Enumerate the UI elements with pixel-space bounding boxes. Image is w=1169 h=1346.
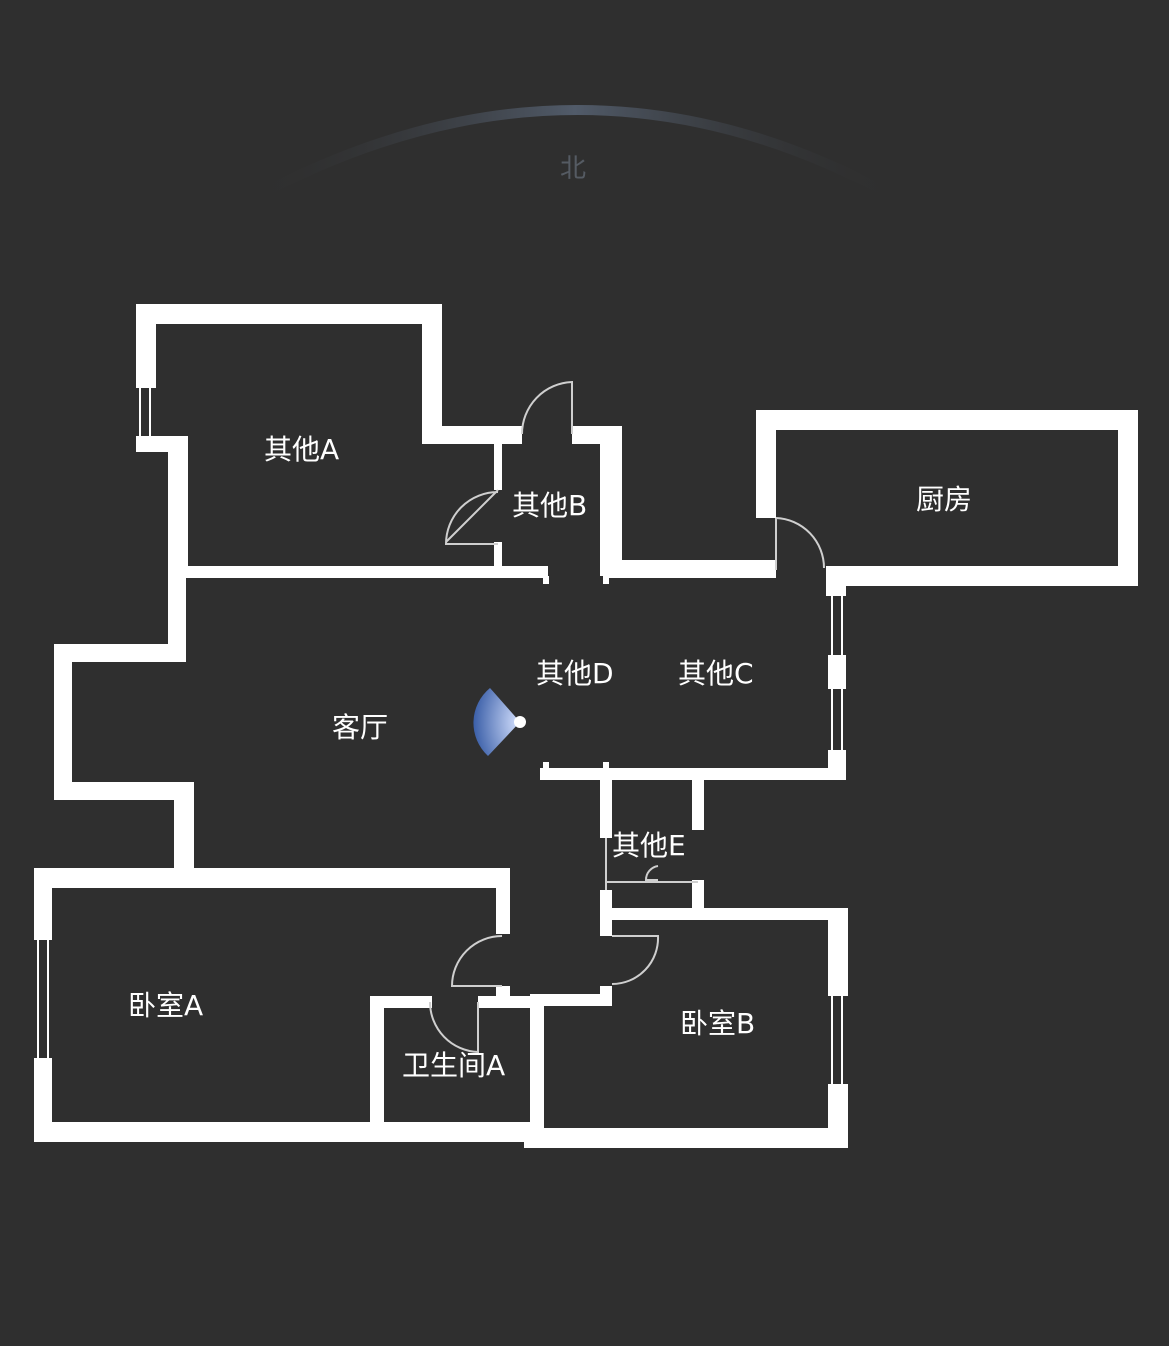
room-label-living-room[interactable]: 客厅 — [332, 711, 389, 744]
compass-arc — [245, 105, 905, 205]
room-label-bedroom-a[interactable]: 卧室A — [128, 989, 204, 1022]
door-stops — [543, 576, 609, 770]
view-cone-icon — [473, 688, 520, 756]
doors — [428, 380, 826, 1054]
walls — [34, 304, 1138, 1148]
room-label-other-e[interactable]: 其他E — [612, 829, 686, 862]
room-label-other-a[interactable]: 其他A — [264, 433, 340, 466]
room-label-other-c[interactable]: 其他C — [678, 657, 754, 690]
viewpoint-dot-icon — [514, 716, 526, 728]
room-label-bathroom-a[interactable]: 卫生间A — [402, 1049, 506, 1082]
room-label-kitchen[interactable]: 厨房 — [916, 483, 973, 516]
room-label-other-b[interactable]: 其他B — [512, 489, 588, 522]
viewpoint-marker[interactable] — [473, 688, 526, 756]
room-label-other-d[interactable]: 其他D — [536, 657, 614, 690]
room-label-bedroom-b[interactable]: 卧室B — [680, 1007, 756, 1040]
compass-north-label: 北 — [560, 154, 587, 184]
windows — [37, 388, 843, 1084]
